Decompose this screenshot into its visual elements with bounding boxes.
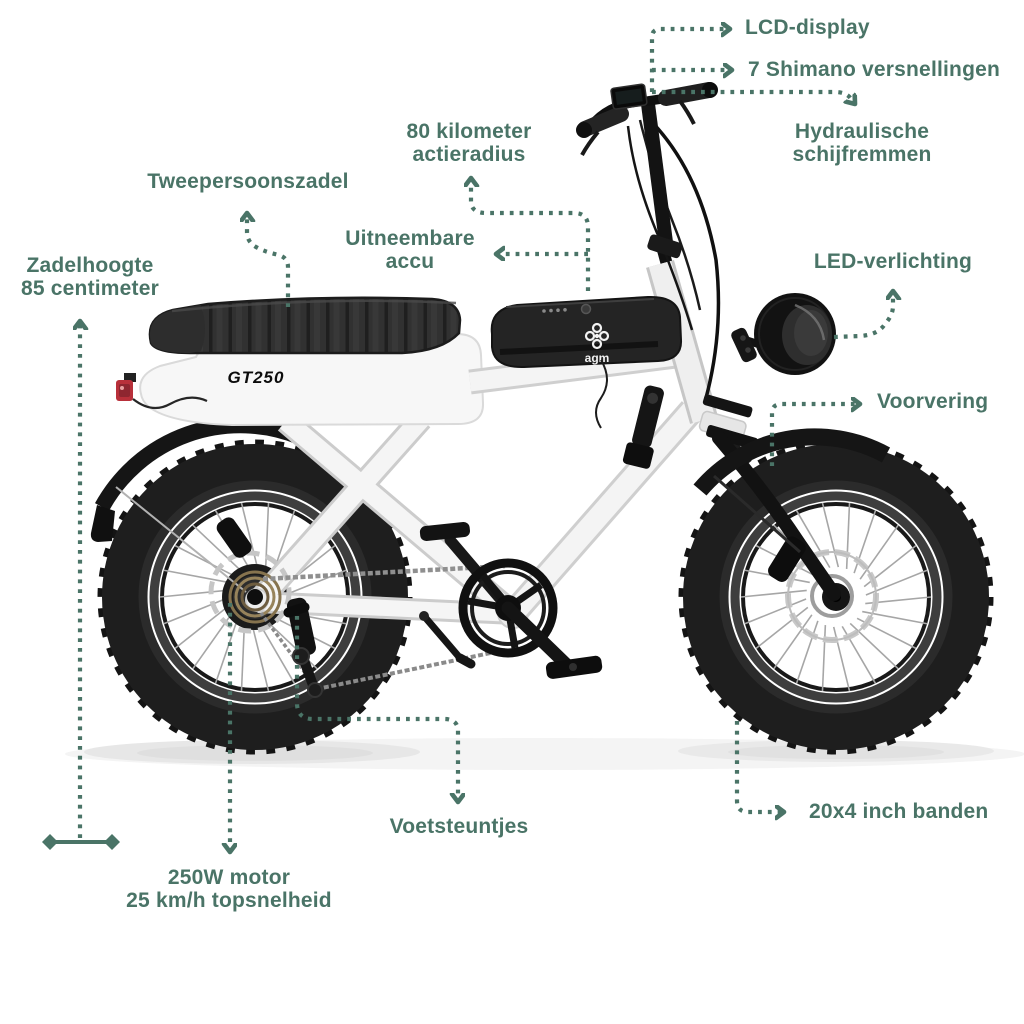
front-fender — [693, 428, 891, 554]
leader-line-suspension — [769, 404, 860, 466]
callout-lcd-display: LCD-display — [745, 16, 870, 39]
rear-mudflap — [90, 505, 115, 542]
chainring — [458, 558, 558, 658]
callout-saddle-height-line2: 85 centimeter — [20, 277, 160, 300]
diamond-endpoint-icon — [42, 834, 58, 850]
body-panel: GT250 — [139, 332, 485, 427]
callout-range-line1: 80 kilometer — [406, 120, 532, 143]
callout-hydraulic-brakes: Hydraulische schijfremmen — [793, 120, 932, 166]
callout-shimano-gears-label: 7 Shimano versnellingen — [748, 58, 1001, 81]
rear-brake-caliper — [216, 517, 252, 558]
callout-hydraulic-brakes-line2: schijfremmen — [792, 143, 932, 166]
stem — [641, 103, 674, 251]
brand-logo-icon — [584, 322, 610, 350]
callout-tires: 20x4 inch banden — [809, 800, 988, 823]
height-measure-line — [42, 834, 120, 850]
callout-footpegs: Voetsteuntjes — [390, 815, 529, 838]
battery-button — [580, 303, 592, 315]
tail-light-wire — [132, 396, 208, 410]
brand-logo-text: agm — [585, 351, 610, 365]
callout-removable-battery-line2: accu — [385, 250, 435, 273]
leader-line-tires — [734, 721, 784, 812]
callout-removable-battery: Uitneembare accu — [345, 227, 474, 273]
crankset — [458, 558, 603, 679]
foot-peg — [283, 602, 310, 618]
leader-line-light — [833, 291, 893, 340]
rear-fender — [90, 417, 304, 593]
cassette — [228, 570, 282, 624]
diamond-endpoint-icon — [104, 834, 120, 850]
rear-brake-disc — [208, 550, 292, 634]
callout-range: 80 kilometer actieradius — [407, 120, 532, 166]
callout-led-light-label: LED-verlichting — [813, 250, 973, 273]
callout-motor-line2: 25 km/h topsnelheid — [126, 889, 332, 912]
callout-lcd-display-label: LCD-display — [745, 16, 870, 39]
callout-range-line2: actieradius — [412, 143, 526, 166]
callout-motor: 250W motor 25 km/h topsnelheid — [126, 866, 332, 912]
far-pedal — [419, 522, 471, 541]
callout-hydraulic-brakes-line1: Hydraulische — [794, 120, 930, 143]
callout-tires-label: 20x4 inch banden — [809, 800, 989, 823]
saddle — [148, 296, 462, 355]
tail-light — [116, 373, 208, 410]
ground-shadow — [65, 738, 1024, 770]
battery: agm — [490, 295, 683, 369]
callout-removable-battery-line1: Uitneembare — [345, 227, 475, 250]
front-wheel — [678, 439, 994, 755]
rear-hub — [208, 517, 292, 634]
leader-line-range — [471, 178, 591, 291]
handlebar — [576, 82, 718, 259]
callout-led-light: LED-verlichting — [814, 250, 972, 273]
leader-line-lcd — [649, 29, 730, 92]
callout-front-suspension-label: Voorvering — [877, 390, 989, 413]
leader-lines — [80, 29, 893, 852]
leader-line-footpegs — [294, 616, 458, 802]
model-badge: GT250 — [228, 368, 285, 387]
callout-two-person-saddle-label: Tweepersoonszadel — [147, 170, 349, 193]
brake-lever — [678, 99, 696, 125]
callout-motor-line1: 250W motor — [167, 866, 291, 889]
callout-saddle-height-line1: Zadelhoogte — [26, 254, 154, 277]
frame-lock — [622, 385, 664, 469]
crank-arm — [501, 601, 577, 675]
leader-line-saddle — [247, 213, 291, 307]
brake-lever — [580, 130, 600, 156]
callout-front-suspension: Voorvering — [877, 390, 988, 413]
callout-shimano-gears: 7 Shimano versnellingen — [748, 58, 1000, 81]
callout-two-person-saddle: Tweepersoonszadel — [147, 170, 348, 193]
headlight — [731, 293, 836, 375]
callout-saddle-height: Zadelhoogte 85 centimeter — [21, 254, 159, 300]
callout-footpegs-label: Voetsteuntjes — [389, 815, 529, 838]
kickstand — [419, 611, 476, 669]
